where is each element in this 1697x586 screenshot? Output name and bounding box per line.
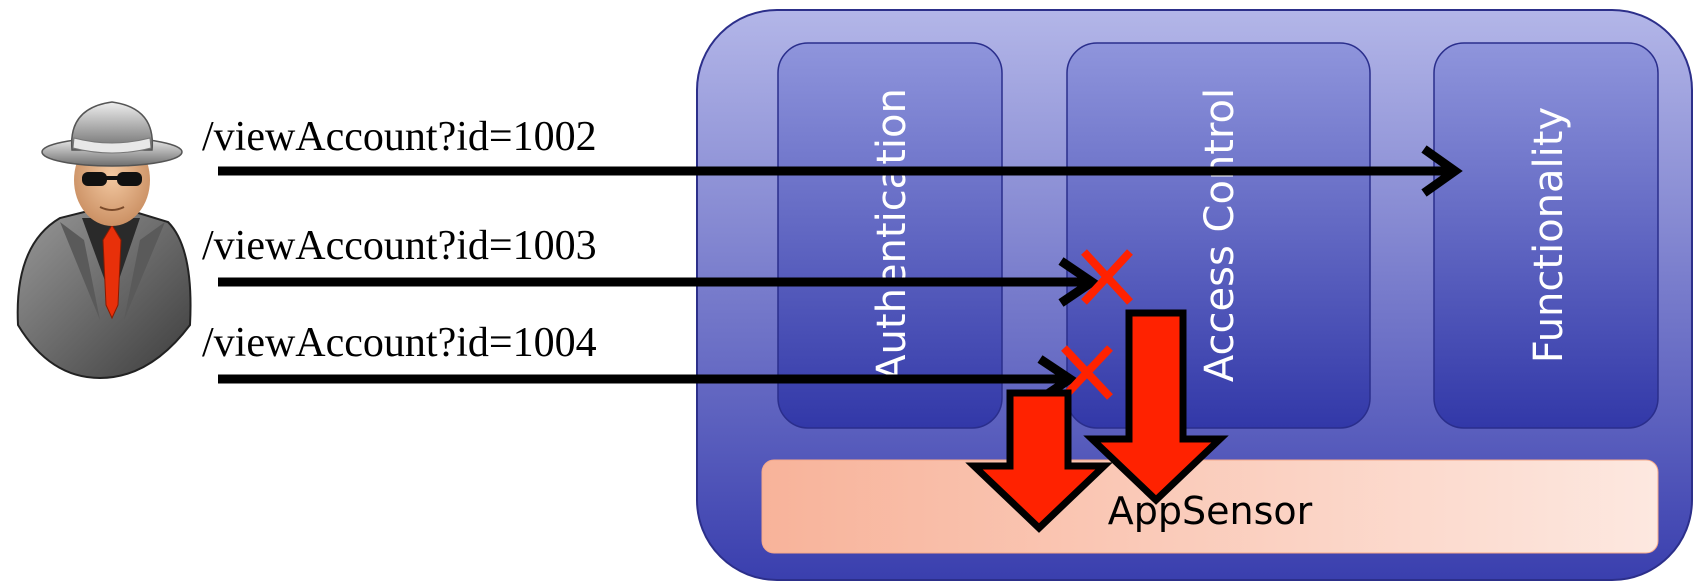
red-down-arrow-icon: [965, 389, 1113, 533]
appsensor-label: AppSensor: [1108, 489, 1313, 533]
request-flow-1: /viewAccount?id=1002: [202, 114, 1463, 197]
authentication-layer: Authentication: [777, 42, 1003, 429]
red-down-arrow-icon: [1083, 309, 1229, 505]
request-url-1: /viewAccount?id=1002: [202, 114, 597, 160]
appsensor-bar: AppSensor: [761, 459, 1659, 554]
spy-user-icon: [16, 101, 192, 380]
request-url-3: /viewAccount?id=1004: [202, 320, 597, 366]
access-control-layer: Access Control: [1066, 42, 1371, 429]
red-x-icon: [1081, 249, 1133, 305]
request-url-2: /viewAccount?id=1003: [202, 223, 597, 269]
authentication-label: Authentication: [869, 88, 915, 382]
functionality-label: Functionality: [1526, 107, 1572, 363]
arrowhead-icon: [1421, 145, 1463, 197]
functionality-layer: Functionality: [1433, 42, 1659, 429]
arrowhead-icon: [1058, 257, 1101, 307]
access-control-label: Access Control: [1197, 88, 1243, 382]
request-flow-2: /viewAccount?id=1003: [202, 223, 1133, 307]
request-flow-3: /viewAccount?id=1004: [202, 320, 1113, 403]
red-x-icon: [1061, 345, 1113, 400]
